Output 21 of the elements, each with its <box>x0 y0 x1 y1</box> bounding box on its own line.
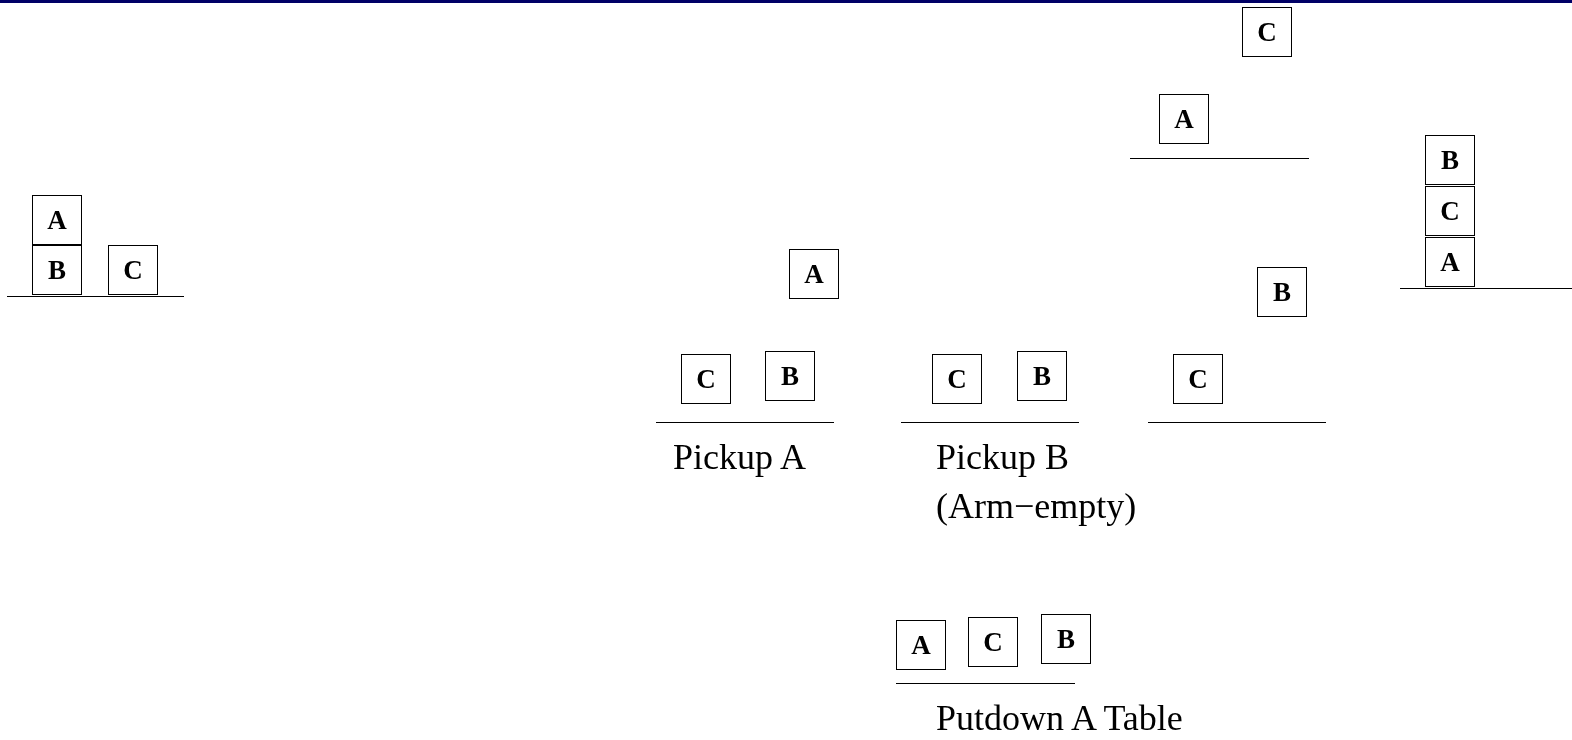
block-box: C <box>932 354 982 404</box>
block-box: B <box>1257 267 1307 317</box>
block-box: A <box>32 195 82 245</box>
action-label: Pickup B (Arm−empty) <box>936 436 1138 528</box>
block-box: C <box>681 354 731 404</box>
block-box: C <box>1425 186 1475 236</box>
action-label: Putdown A Table <box>936 697 1184 740</box>
block-box: C <box>968 617 1018 667</box>
block-box: C <box>1173 354 1223 404</box>
action-label: Pickup A <box>673 436 807 479</box>
block-box: B <box>1041 614 1091 664</box>
block-box: A <box>789 249 839 299</box>
block-box: A <box>1159 94 1209 144</box>
block-box: B <box>1017 351 1067 401</box>
block-box: B <box>1425 135 1475 185</box>
block-box: A <box>1425 237 1475 287</box>
block-box: B <box>765 351 815 401</box>
block-box: C <box>108 245 158 295</box>
block-box: C <box>1242 7 1292 57</box>
block-box: A <box>896 620 946 670</box>
block-box: B <box>32 245 82 295</box>
